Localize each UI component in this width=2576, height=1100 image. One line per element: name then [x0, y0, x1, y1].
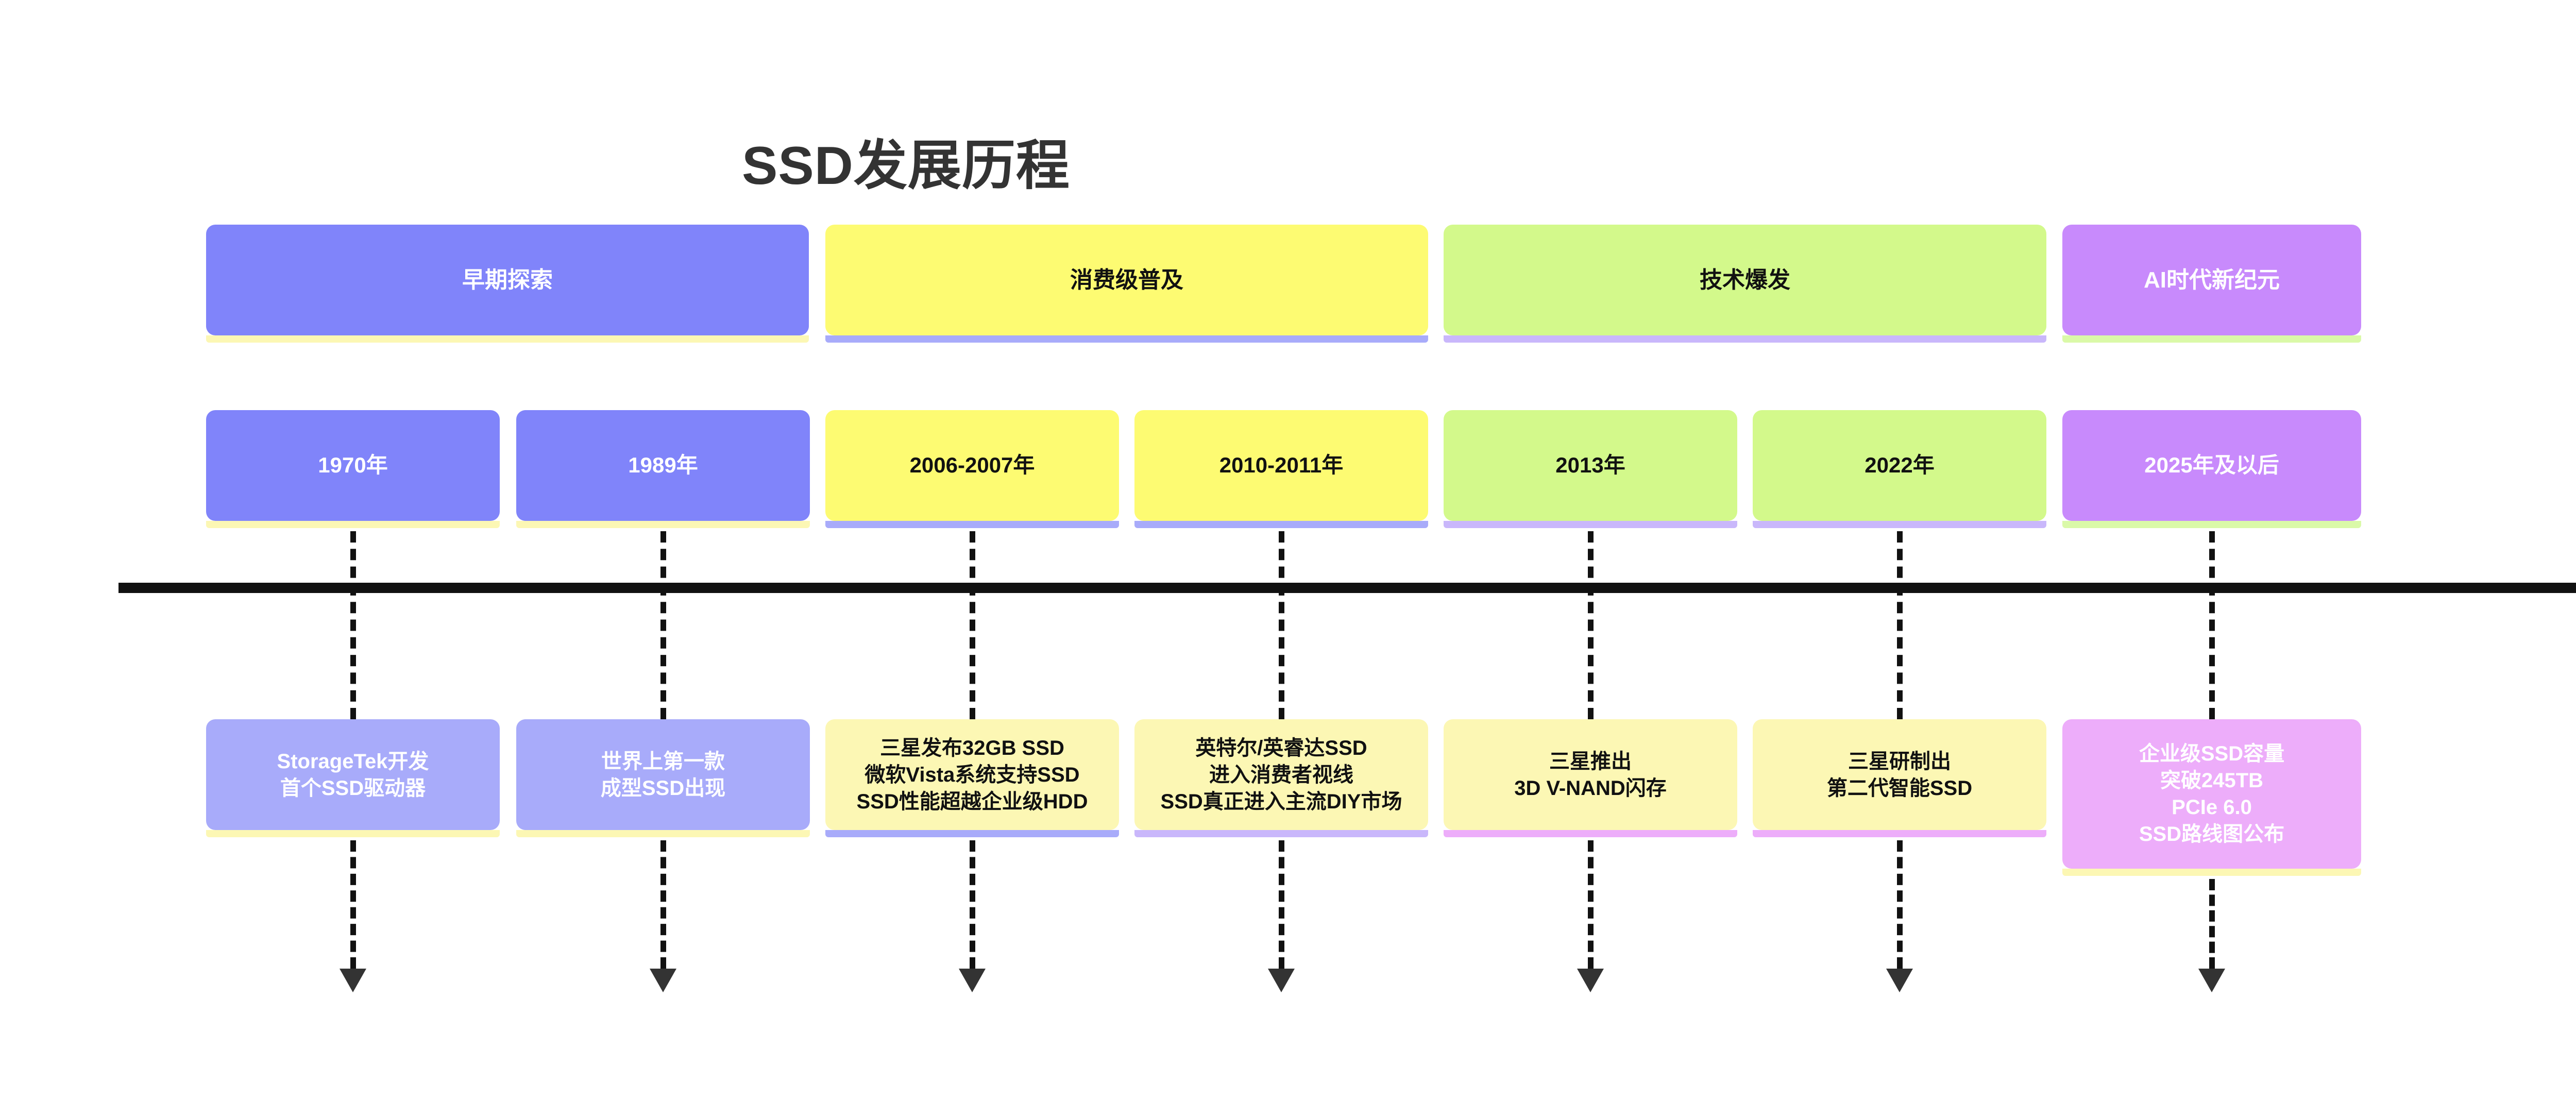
- year-box-3[interactable]: 2010-2011年: [1134, 410, 1428, 521]
- page-title: SSD发展历程: [742, 136, 1070, 196]
- detail-box-2-accent: [825, 830, 1119, 837]
- detail-box-3[interactable]: 英特尔/英睿达SSD 进入消费者视线 SSD真正进入主流DIY市场: [1134, 719, 1428, 830]
- detail-box-4[interactable]: 三星推出 3D V-NAND闪存: [1444, 719, 1737, 830]
- detail-box-0-accent: [206, 830, 500, 837]
- detail-box-1[interactable]: 世界上第一款 成型SSD出现: [516, 719, 810, 830]
- year-label: 2022年: [1865, 453, 1935, 478]
- connector-arrow-icon-5: [1886, 969, 1913, 992]
- connector-arrow-icon-6: [2198, 969, 2225, 992]
- year-box-1[interactable]: 1989年: [516, 410, 810, 521]
- year-box-2[interactable]: 2006-2007年: [825, 410, 1119, 521]
- year-box-3-accent: [1134, 521, 1428, 528]
- detail-box-5-accent: [1753, 830, 2046, 837]
- connector-line-upper-6: [2209, 531, 2215, 719]
- phase-bar-3[interactable]: AI时代新纪元: [2062, 225, 2361, 335]
- connector-line-upper-3: [1279, 531, 1284, 719]
- connector-line-upper-1: [660, 531, 666, 719]
- year-label: 2025年及以后: [2144, 453, 2279, 478]
- phase-bar-0[interactable]: 早期探索: [206, 225, 809, 335]
- year-box-5-accent: [1753, 521, 2046, 528]
- year-box-0-accent: [206, 521, 500, 528]
- connector-line-lower-2: [970, 840, 975, 969]
- connector-line-upper-0: [350, 531, 356, 719]
- detail-text: 企业级SSD容量 突破245TB PCIe 6.0 SSD路线图公布: [2139, 742, 2285, 845]
- detail-text: 世界上第一款 成型SSD出现: [600, 750, 726, 800]
- year-box-0[interactable]: 1970年: [206, 410, 500, 521]
- detail-text: 三星研制出 第二代智能SSD: [1826, 750, 1973, 800]
- year-box-2-accent: [825, 521, 1119, 528]
- detail-box-6[interactable]: 企业级SSD容量 突破245TB PCIe 6.0 SSD路线图公布: [2062, 719, 2361, 869]
- detail-box-2[interactable]: 三星发布32GB SSD 微软Vista系统支持SSD SSD性能超越企业级HD…: [825, 719, 1119, 830]
- connector-line-upper-4: [1588, 531, 1594, 719]
- year-box-4[interactable]: 2013年: [1444, 410, 1737, 521]
- connector-line-lower-3: [1279, 840, 1284, 969]
- year-label: 1989年: [628, 453, 698, 478]
- phase-bar-label: 技术爆发: [1700, 267, 1790, 293]
- year-box-4-accent: [1444, 521, 1737, 528]
- year-label: 2013年: [1555, 453, 1625, 478]
- phase-bar-0-accent: [206, 335, 809, 343]
- detail-box-0[interactable]: StorageTek开发 首个SSD驱动器: [206, 719, 500, 830]
- detail-box-1-accent: [516, 830, 810, 837]
- phase-bar-1[interactable]: 消费级普及: [825, 225, 1428, 335]
- year-box-5[interactable]: 2022年: [1753, 410, 2046, 521]
- phase-bar-3-accent: [2062, 335, 2361, 343]
- detail-text: 三星推出 3D V-NAND闪存: [1514, 750, 1667, 800]
- phase-bar-label: AI时代新纪元: [2144, 267, 2280, 293]
- phase-bar-2-accent: [1444, 335, 2046, 343]
- year-label: 2010-2011年: [1219, 453, 1344, 478]
- detail-box-3-accent: [1134, 830, 1428, 837]
- year-box-6[interactable]: 2025年及以后: [2062, 410, 2361, 521]
- connector-line-lower-1: [660, 840, 666, 969]
- year-label: 2006-2007年: [909, 453, 1035, 478]
- detail-text: 英特尔/英睿达SSD 进入消费者视线 SSD真正进入主流DIY市场: [1160, 736, 1402, 813]
- detail-box-5[interactable]: 三星研制出 第二代智能SSD: [1753, 719, 2046, 830]
- connector-arrow-icon-0: [340, 969, 366, 992]
- connector-arrow-icon-4: [1577, 969, 1604, 992]
- connector-arrow-icon-2: [959, 969, 986, 992]
- connector-line-lower-5: [1897, 840, 1903, 969]
- detail-text: StorageTek开发 首个SSD驱动器: [277, 750, 429, 800]
- connector-arrow-icon-3: [1268, 969, 1295, 992]
- phase-bar-label: 早期探索: [462, 267, 553, 293]
- connector-arrow-icon-1: [650, 969, 676, 992]
- connector-line-lower-6: [2209, 879, 2215, 969]
- year-label: 1970年: [318, 453, 388, 478]
- phase-bar-1-accent: [825, 335, 1428, 343]
- detail-text: 三星发布32GB SSD 微软Vista系统支持SSD SSD性能超越企业级HD…: [856, 736, 1088, 813]
- detail-box-4-accent: [1444, 830, 1737, 837]
- phase-bar-label: 消费级普及: [1070, 267, 1183, 293]
- year-box-1-accent: [516, 521, 810, 528]
- connector-line-lower-0: [350, 840, 356, 969]
- connector-line-upper-5: [1897, 531, 1903, 719]
- timeline-axis: [118, 583, 2576, 593]
- connector-line-lower-4: [1588, 840, 1594, 969]
- year-box-6-accent: [2062, 521, 2361, 528]
- phase-bar-2[interactable]: 技术爆发: [1444, 225, 2046, 335]
- detail-box-6-accent: [2062, 869, 2361, 876]
- connector-line-upper-2: [970, 531, 975, 719]
